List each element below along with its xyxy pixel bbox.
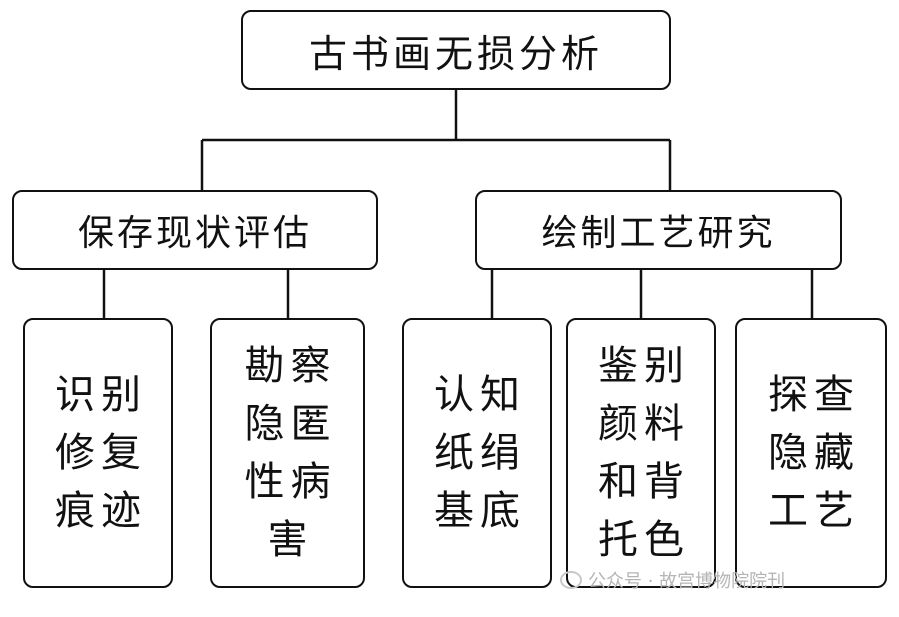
leaf-char: 害 xyxy=(267,517,308,563)
leaf-char: 病 xyxy=(290,459,331,505)
leaf-char: 察 xyxy=(290,343,331,389)
leaf-char: 复 xyxy=(101,430,141,476)
leaf-char: 色 xyxy=(644,517,684,563)
leaf-char: 别 xyxy=(101,372,141,418)
watermark-text: 公众号 · 故宫博物院院刊 xyxy=(588,571,786,592)
branch-label-conservation: 保存现状评估 xyxy=(77,213,312,254)
leaf-char: 工 xyxy=(768,488,808,534)
leaf-node-restoration-traces: 识 别 修 复 痕 迹 xyxy=(23,318,173,588)
leaf-char: 颜 xyxy=(598,401,638,447)
leaf-char: 基 xyxy=(434,488,474,534)
leaf-node-hidden-damage: 勘 察 隐 匿 性 病 害 xyxy=(210,318,365,588)
leaf-char: 认 xyxy=(434,372,474,418)
leaf-char: 隐 xyxy=(244,401,285,447)
root-label: 古书画无损分析 xyxy=(308,31,603,76)
leaf-text: 认 知 纸 绢 基 底 xyxy=(431,366,523,540)
leaf-node-hidden-craft: 探 查 隐 藏 工 艺 xyxy=(735,318,887,588)
leaf-char: 识 xyxy=(55,372,95,418)
wechat-icon xyxy=(560,571,582,589)
leaf-node-substrate: 认 知 纸 绢 基 底 xyxy=(402,318,552,588)
leaf-char: 查 xyxy=(814,372,854,418)
branch-node-conservation: 保存现状评估 xyxy=(12,190,378,270)
branch-node-technique: 绘制工艺研究 xyxy=(475,190,842,270)
leaf-char: 迹 xyxy=(101,488,141,534)
leaf-char: 别 xyxy=(644,343,684,389)
branch-label-technique: 绘制工艺研究 xyxy=(541,213,776,254)
leaf-char: 纸 xyxy=(434,430,474,476)
leaf-char: 性 xyxy=(244,459,285,505)
leaf-text: 探 查 隐 藏 工 艺 xyxy=(765,366,857,540)
leaf-char: 托 xyxy=(598,517,638,563)
leaf-text: 识 别 修 复 痕 迹 xyxy=(52,366,144,540)
leaf-text: 勘 察 隐 匿 性 病 害 xyxy=(242,337,334,569)
leaf-char: 勘 xyxy=(244,343,285,389)
leaf-char: 痕 xyxy=(55,488,95,534)
leaf-char: 匿 xyxy=(290,401,331,447)
leaf-char: 底 xyxy=(480,488,520,534)
leaf-node-pigments: 鉴 别 颜 料 和 背 托 色 xyxy=(566,318,716,588)
leaf-text: 鉴 别 颜 料 和 背 托 色 xyxy=(595,337,687,569)
leaf-char: 探 xyxy=(768,372,808,418)
leaf-char: 艺 xyxy=(814,488,854,534)
leaf-char: 和 xyxy=(598,459,638,505)
leaf-char: 修 xyxy=(55,430,95,476)
leaf-char: 背 xyxy=(644,459,684,505)
leaf-char: 绢 xyxy=(480,430,520,476)
root-node: 古书画无损分析 xyxy=(241,10,671,90)
leaf-char: 藏 xyxy=(814,430,854,476)
leaf-char: 料 xyxy=(644,401,684,447)
leaf-char: 鉴 xyxy=(598,343,638,389)
watermark: 公众号 · 故宫博物院院刊 xyxy=(560,567,785,593)
leaf-char: 知 xyxy=(480,372,520,418)
leaf-char: 隐 xyxy=(768,430,808,476)
